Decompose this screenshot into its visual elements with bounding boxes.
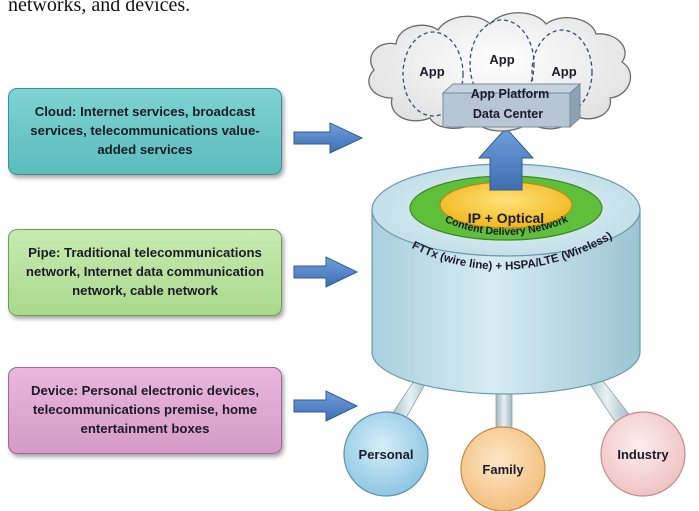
app-label-1: App (419, 64, 444, 79)
arrow-device (293, 390, 359, 422)
device-layer-box: Device: Personal electronic devices, tel… (8, 367, 282, 454)
device-family (460, 426, 546, 511)
core-label: IP + Optical (468, 210, 544, 226)
data-center-label: Data Center (473, 107, 543, 121)
network-cylinder (371, 163, 641, 395)
arrow-up (477, 127, 535, 191)
platform-label: App Platform (471, 87, 549, 101)
pipe-layer-box: Pipe: Traditional telecommunications net… (8, 229, 282, 316)
device-personal (343, 411, 429, 497)
caption-fragment: networks, and devices. (8, 0, 191, 16)
device-label-family: Family (482, 462, 524, 477)
arrow-cloud (293, 122, 364, 154)
app-label-2: App (489, 52, 514, 67)
cloud-shape (368, 12, 632, 132)
cloud-layer-box: Cloud: Internet services, broadcast serv… (8, 88, 282, 175)
device-industry (600, 411, 686, 497)
arrow-pipe (293, 256, 359, 288)
app-label-3: App (551, 64, 576, 79)
device-label-personal: Personal (359, 447, 414, 462)
device-label-industry: Industry (617, 447, 669, 462)
